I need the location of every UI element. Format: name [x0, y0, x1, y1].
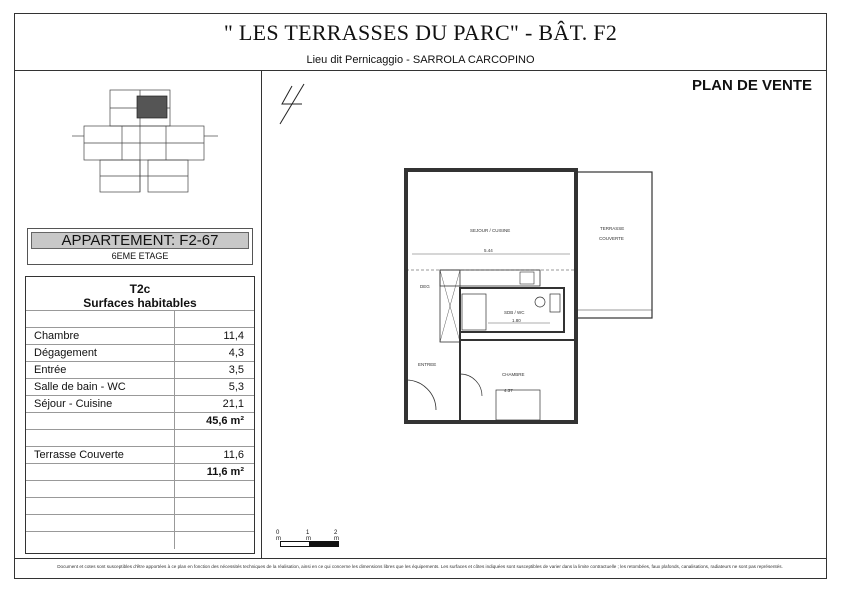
room-value: 21,1 — [222, 398, 244, 410]
table-row: Séjour - Cuisine 21,1 — [26, 395, 254, 413]
scale-segment — [280, 541, 310, 547]
key-plan — [72, 89, 218, 193]
key-plan-highlight — [136, 95, 168, 119]
hob — [519, 271, 535, 285]
closet — [439, 269, 461, 343]
room-value: 5,3 — [228, 381, 244, 393]
scale-label-1: 1 m — [306, 530, 311, 542]
kitchen-counter — [439, 269, 541, 287]
table-row: Entrée 3,5 — [26, 361, 254, 379]
sejour-dimension: 5.44 — [484, 248, 493, 253]
surfaces-title: Surfaces habitables — [83, 296, 197, 310]
disclaimer-footnote: Document et cotes sont susceptibles d'êt… — [57, 564, 783, 569]
page-subtitle: Lieu dit Pernicaggio - SARROLA CARCOPINO — [306, 54, 535, 66]
header-divider — [14, 70, 827, 71]
table-row: Dégagement 4,3 — [26, 344, 254, 362]
wc — [549, 293, 561, 313]
bathtub — [461, 293, 487, 331]
terrace-label: Terrasse Couverte — [34, 449, 124, 461]
room-label: Séjour - Cuisine — [34, 398, 113, 410]
left-panel-divider — [261, 70, 262, 558]
sdb-label: SDB / WC — [504, 310, 525, 315]
terrace-value: 11,6 — [223, 449, 244, 461]
table-row: Chambre 11,4 — [26, 327, 254, 345]
surfaces-heading: T2c Surfaces habitables — [26, 277, 254, 312]
terrace-total-value: 11,6 m² — [206, 466, 244, 478]
bed — [495, 389, 541, 421]
total-value: 45,6 m² — [206, 415, 244, 427]
outer-wall — [404, 168, 578, 424]
terrasse-label-2: COUVERTE — [599, 236, 624, 241]
sdb-dimension: 1.80 — [512, 318, 521, 323]
room-value: 4,3 — [228, 347, 244, 359]
room-label: Entrée — [34, 364, 67, 376]
plan-type-label: PLAN DE VENTE — [691, 77, 812, 94]
table-row — [26, 531, 254, 549]
table-row — [26, 310, 254, 328]
chambre-dimension: 4.37 — [504, 388, 513, 393]
room-label: Chambre — [34, 330, 80, 342]
bedroom-door — [459, 373, 483, 397]
deg-label: DEG — [420, 284, 430, 289]
north-arrow-icon — [279, 83, 305, 125]
table-row: Terrasse Couverte 11,6 — [26, 446, 254, 464]
washbasin — [534, 296, 546, 308]
surfaces-table: T2c Surfaces habitables Chambre 11,4 Déga… — [25, 276, 255, 554]
table-row — [26, 429, 254, 447]
terrace-outline — [575, 171, 653, 319]
page-title: " LES TERRASSES DU PARC" - BÂT. F2 — [223, 20, 618, 45]
scale-label-2: 2 m — [334, 530, 339, 542]
room-label: Salle de bain - WC — [34, 381, 126, 393]
apartment-name: APPARTEMENT: F2-67 — [31, 232, 249, 249]
page-frame — [14, 13, 827, 579]
terrasse-label: TERRASSE — [600, 226, 624, 231]
apartment-box: APPARTEMENT: F2-67 6EME ETAGE — [27, 228, 253, 265]
entry-door — [405, 379, 437, 411]
table-row: Salle de bain - WC 5,3 — [26, 378, 254, 396]
scale-label-0: 0 m — [276, 530, 281, 542]
apartment-type: T2c — [129, 282, 151, 296]
footer-divider — [14, 558, 827, 559]
apartment-floor: 6EME ETAGE — [111, 251, 169, 261]
scale-segment — [309, 541, 339, 547]
table-row — [26, 480, 254, 498]
entree-label: ENTREE — [418, 362, 436, 367]
room-value: 11,4 — [223, 330, 244, 342]
total-row: 45,6 m² — [26, 412, 254, 430]
chambre-label: CHAMBRE — [502, 372, 525, 377]
floor-plan: SEJOUR / CUISINE TERRASSE COUVERTE SDB /… — [404, 168, 653, 424]
sejour-label: SEJOUR / CUISINE — [470, 228, 510, 233]
terrace-total-row: 11,6 m² — [26, 463, 254, 481]
room-label: Dégagement — [34, 347, 97, 359]
room-value: 3,5 — [228, 364, 244, 376]
table-row — [26, 514, 254, 532]
table-row — [26, 497, 254, 515]
